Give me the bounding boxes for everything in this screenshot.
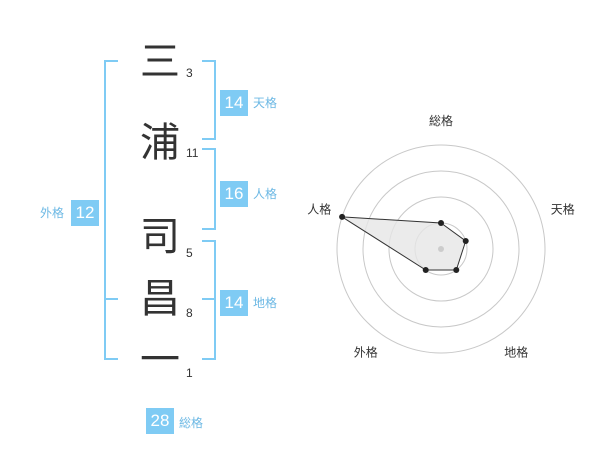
tenkaku-bracket	[202, 60, 216, 140]
radar-ring-3	[362, 170, 520, 328]
radar-ring-2	[388, 196, 494, 302]
name-char-5: 一	[140, 337, 180, 383]
chikaku-label: 地格	[253, 296, 278, 310]
radar-points	[339, 213, 469, 274]
radar-center-dot	[438, 246, 444, 252]
gaikaku-bracket	[104, 60, 118, 360]
radar-axis-label-1: 総格	[429, 113, 453, 128]
chikaku-badge: 14	[220, 290, 248, 316]
radar-point-4	[422, 267, 429, 274]
gaikaku-bracket-divider	[104, 298, 118, 300]
jinkaku-badge: 16	[220, 181, 248, 207]
radar-axis-label-3: 地格	[504, 345, 528, 360]
stroke-count-2: 11	[186, 146, 199, 160]
name-char-4: 昌	[140, 276, 180, 322]
radar-ring-4	[336, 144, 546, 354]
radar-axis-label-4: 外格	[354, 345, 378, 360]
name-char-2: 浦	[140, 120, 180, 166]
stroke-count-3: 5	[186, 246, 193, 260]
stroke-count-5: 1	[186, 366, 193, 380]
name-char-3: 司	[140, 214, 180, 260]
radar-rings	[336, 144, 546, 354]
radar-point-5	[339, 213, 346, 220]
tenkaku-label: 天格	[253, 96, 278, 110]
chikaku-bracket	[202, 240, 216, 360]
jinkaku-bracket	[202, 148, 216, 230]
radar-score-area	[341, 216, 467, 271]
jinkaku-label: 人格	[253, 187, 278, 201]
radar-axis-label-5: 人格	[307, 201, 331, 216]
radar-point-1	[438, 220, 444, 226]
name-char-1: 三	[140, 39, 180, 85]
chikaku-bracket-divider	[202, 298, 216, 300]
stroke-count-4: 8	[186, 306, 193, 320]
gaikaku-label: 外格	[40, 206, 65, 220]
soukaku-badge: 28	[146, 408, 174, 434]
stroke-count-1: 3	[186, 66, 193, 80]
soukaku-label: 総格	[179, 416, 204, 430]
tenkaku-badge: 14	[220, 90, 248, 116]
radar-point-3	[453, 267, 460, 274]
radar-axis-label-2: 天格	[551, 201, 575, 216]
gaikaku-badge: 12	[71, 200, 99, 226]
radar-point-2	[462, 237, 469, 244]
